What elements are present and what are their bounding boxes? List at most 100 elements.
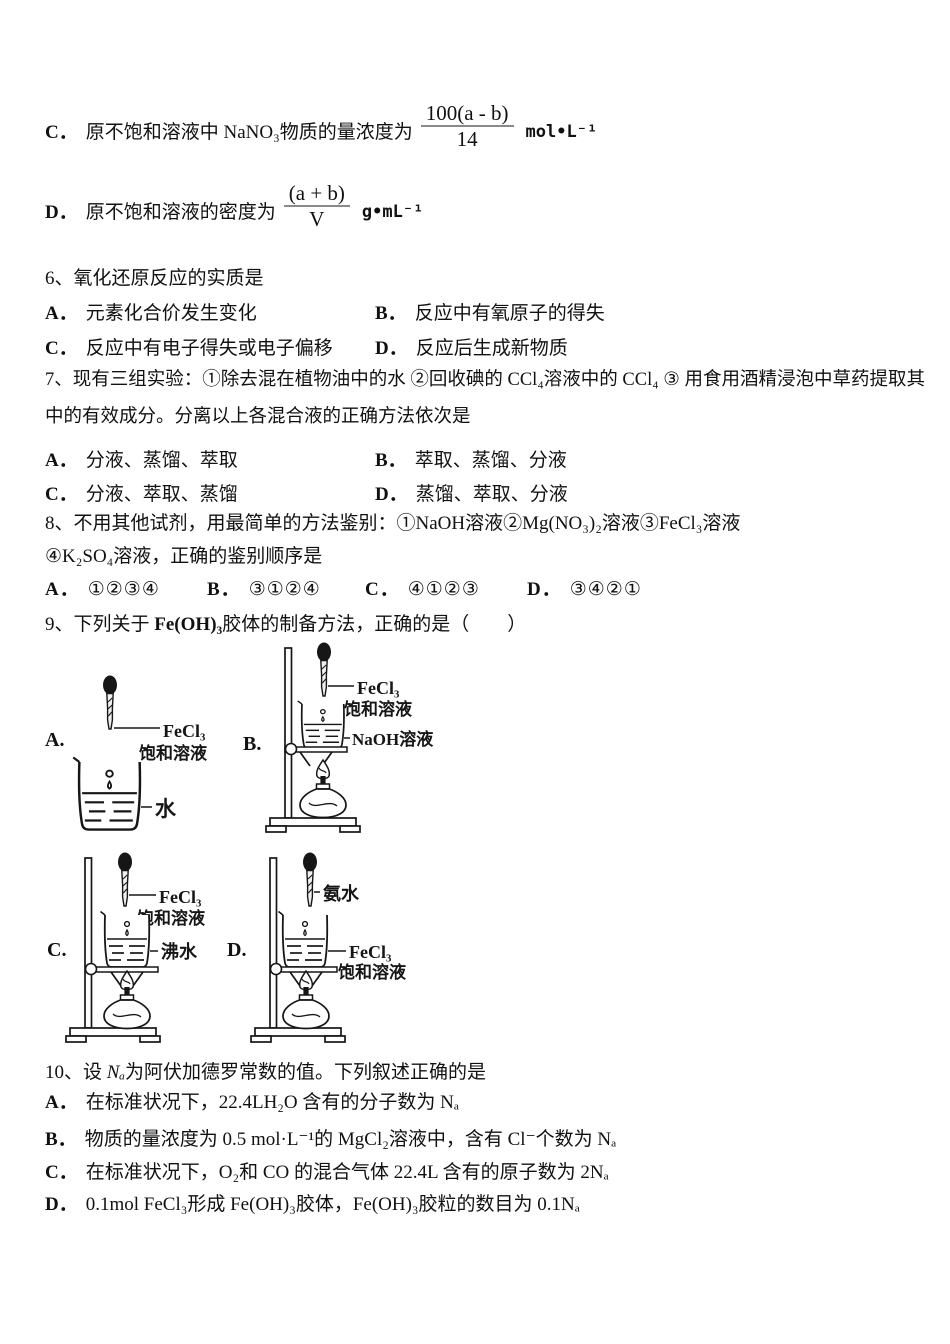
diagram-d: 氨水 FeCl₃ 饱和溶液: [250, 851, 406, 1043]
fraction-denominator: V: [309, 207, 325, 231]
stem-text: 为阿伏加德罗常数的值。下列叙述正确的是: [125, 1062, 487, 1083]
stem-text: 10、设: [45, 1062, 107, 1083]
option-letter: B．: [375, 303, 407, 324]
option-letter: C．: [45, 484, 78, 505]
dropper-icon: [316, 641, 332, 697]
q10-stem: 10、设 Nₐ为阿伏加德罗常数的值。下列叙述正确的是: [45, 1056, 486, 1089]
option-letter: D．: [45, 1194, 78, 1215]
unit-label: g•mL⁻¹: [361, 201, 424, 222]
q6-stem: 6、氧化还原反应的实质是: [45, 268, 264, 289]
q7-option-c: C． 分液、萃取、蒸馏: [45, 478, 375, 512]
diagram-c: FeCl₃ 饱和溶液 沸水: [65, 851, 205, 1043]
option-letter: B．: [207, 579, 241, 600]
option-text: 原不饱和溶液的密度为: [85, 201, 276, 223]
stem-text: 9、下列关于: [45, 614, 155, 635]
option-letter: B．: [45, 1129, 77, 1150]
q8-option-a: A． ①②③④: [45, 573, 207, 606]
reagent-label: 氨水: [323, 883, 360, 904]
fraction-denominator: 14: [456, 127, 478, 151]
q6-option-d: D．反应后生成新物质: [375, 331, 925, 366]
option-text: 反应中有电子得失或电子偏移: [85, 338, 333, 359]
chemical-formula: Fe(OH)₃: [154, 614, 223, 635]
dropper-icon: [302, 851, 318, 907]
stem-text: 胶体的制备方法，正确的是（ ）: [222, 614, 527, 635]
q8-option-b: B． ③①②④: [207, 573, 365, 606]
beaker-content-label: 水: [155, 797, 177, 821]
q10-option-d: D． 0.1mol FeCl₃形成 Fe(OH)₃胶体，Fe(OH)₃胶粒的数目为…: [45, 1188, 580, 1221]
diagram-b-label: B.: [243, 733, 262, 755]
option-text: 元素化合价发生变化: [85, 303, 257, 324]
q8-option-d: D． ③④②①: [527, 573, 925, 606]
q7-options: A．分液、蒸馏、萃取 B． 萃取、蒸馏、分液 C． 分液、萃取、蒸馏 D． 蒸馏、萃取…: [45, 444, 925, 512]
q5-option-c: C． 原不饱和溶液中 NaNO₃物质的量浓度为 100(a - b) 14 mo…: [45, 97, 597, 155]
clamp-knob-icon: [269, 962, 283, 976]
reagent-label: FeCl₃: [159, 887, 202, 907]
option-text: 0.1mol FeCl₃形成 Fe(OH)₃胶体，Fe(OH)₃胶粒的数目为 0…: [85, 1194, 580, 1215]
option-text: 原不饱和溶液中 NaNO₃物质的量浓度为: [85, 121, 413, 143]
beaker-content-label: 沸水: [161, 941, 198, 962]
q10-option-c: C．在标准状况下，O₂和 CO 的混合气体 22.4L 含有的原子数为 2Nₐ: [45, 1156, 609, 1189]
q8-option-c: C． ④①②③: [365, 573, 527, 606]
option-text: ③①②④: [248, 579, 321, 600]
dropper-icon: [117, 851, 133, 907]
fraction-numerator: (a + b): [283, 182, 350, 207]
beaker-icon: [296, 700, 345, 750]
diagram-a-label: A.: [45, 729, 65, 751]
reagent-label: 饱和溶液: [139, 743, 207, 763]
option-text: ①②③④: [87, 579, 160, 600]
diagram-d-label: D.: [227, 939, 247, 961]
q7-option-b: B． 萃取、蒸馏、分液: [375, 444, 925, 478]
option-text: 分液、萃取、蒸馏: [85, 484, 238, 505]
beaker-icon: [71, 756, 142, 831]
option-letter: A．: [45, 579, 80, 600]
option-text: 反应中有氧原子的得失: [414, 303, 605, 324]
option-letter: C．: [365, 579, 400, 600]
q10-option-b: B． 物质的量浓度为 0.5 mol·L⁻¹的 MgCl₂溶液中，含有 Cl⁻个数…: [45, 1123, 616, 1156]
option-text: 物质的量浓度为 0.5 mol·L⁻¹的 MgCl₂溶液中，含有 Cl⁻个数为 …: [84, 1129, 617, 1150]
option-letter: D．: [527, 579, 562, 600]
alcohol-lamp-icon: [282, 970, 330, 1030]
option-text: ④①②③: [407, 579, 480, 600]
clamp-knob-icon: [84, 962, 98, 976]
q8-options: A． ①②③④ B． ③①②④ C． ④①②③ D． ③④②①: [45, 573, 925, 606]
option-text: ③④②①: [569, 579, 642, 600]
beaker-icon: [277, 910, 329, 968]
option-letter: C．: [45, 338, 78, 359]
beaker-icon: [99, 910, 151, 968]
option-letter: A．: [45, 1092, 78, 1113]
option-letter: B．: [375, 450, 407, 471]
option-text: 在标准状况下，O₂和 CO 的混合气体 22.4L 含有的原子数为 2Nₐ: [85, 1162, 609, 1183]
reagent-label: 饱和溶液: [137, 908, 205, 928]
option-text: 分液、蒸馏、萃取: [85, 450, 238, 471]
diagram-c-label: C.: [47, 939, 67, 961]
diagram-a: FeCl₃ 饱和溶液 水: [71, 674, 207, 831]
fraction-numerator: 100(a - b): [420, 102, 514, 127]
avogadro-symbol: Nₐ: [106, 1062, 125, 1083]
q7-stem: 7、现有三组实验：①除去混在植物油中的水 ②回收碘的 CCl₄溶液中的 CCl₄…: [45, 370, 926, 427]
alcohol-lamp-icon: [299, 759, 347, 819]
q7-option-a: A．分液、蒸馏、萃取: [45, 444, 375, 478]
q10-option-a: A．在标准状况下，22.4LH₂O 含有的分子数为 Nₐ: [45, 1086, 459, 1119]
option-text: 萃取、蒸馏、分液: [414, 450, 567, 471]
diagram-b: FeCl₃ 饱和溶液 NaOH溶液: [265, 641, 433, 833]
q9-stem: 9、下列关于 Fe(OH)₃胶体的制备方法，正确的是（ ）: [45, 608, 526, 641]
q8-stem-line1: 8、不用其他试剂，用最简单的方法鉴别：①NaOH溶液②Mg(NO₃)₂溶液③Fe…: [45, 513, 741, 534]
fraction: (a + b) V: [283, 182, 350, 231]
option-text: 蒸馏、萃取、分液: [415, 484, 568, 505]
reagent-label: FeCl₃: [357, 678, 400, 698]
clamp-knob-icon: [284, 742, 298, 756]
option-text: 反应后生成新物质: [415, 338, 568, 359]
option-letter: C．: [45, 121, 78, 143]
option-letter: D．: [45, 201, 78, 223]
q6-options: A． 元素化合价发生变化 B． 反应中有氧原子的得失 C． 反应中有电子得失或电子偏移…: [45, 296, 925, 366]
option-letter: D．: [375, 484, 408, 505]
q7-option-d: D． 蒸馏、萃取、分液: [375, 478, 925, 512]
beaker-content-label: 饱和溶液: [338, 962, 406, 982]
beaker-content-label: FeCl₃: [349, 942, 392, 962]
reagent-label: FeCl₃: [163, 721, 206, 741]
option-letter: A．: [45, 303, 78, 324]
fraction: 100(a - b) 14: [420, 102, 514, 151]
q6-option-b: B． 反应中有氧原子的得失: [375, 296, 925, 331]
dropper-icon: [102, 674, 118, 730]
alcohol-lamp-icon: [103, 970, 151, 1030]
